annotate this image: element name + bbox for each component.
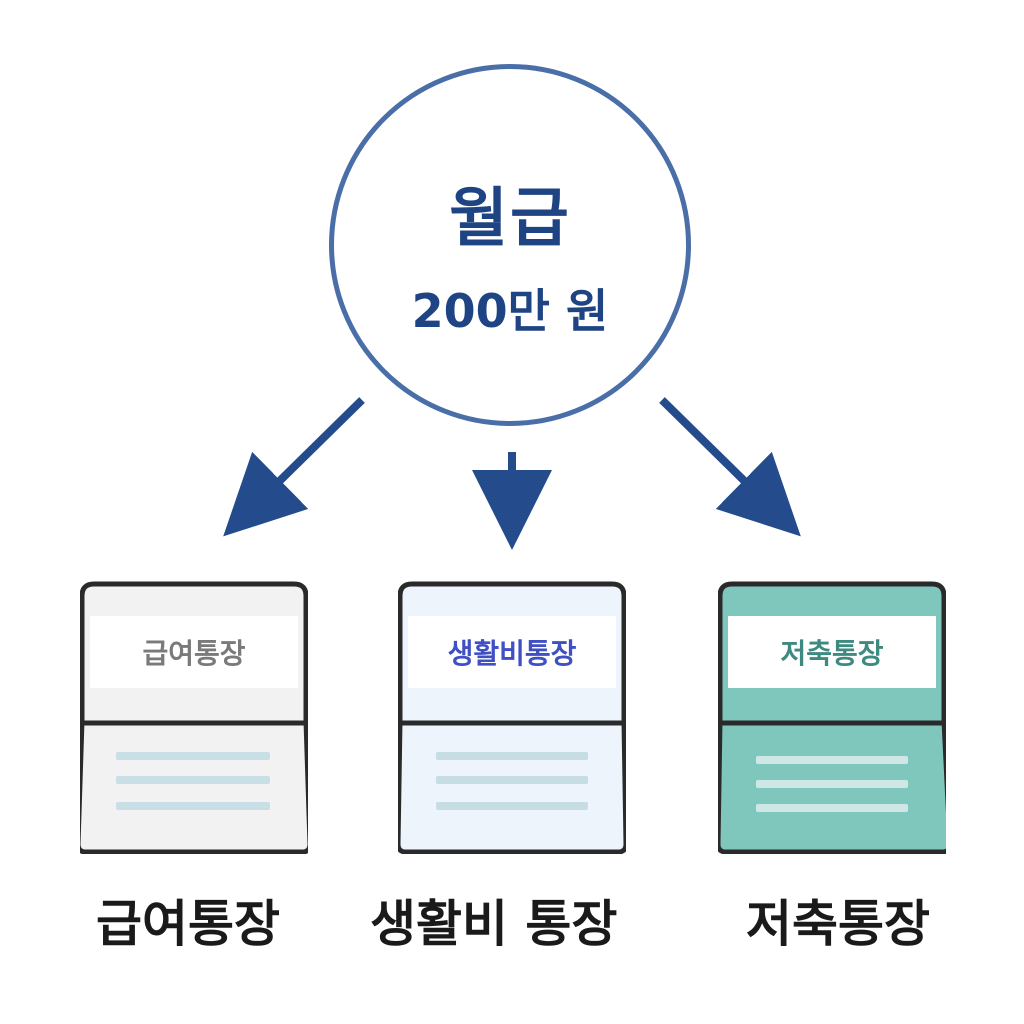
passbook-savings: 저축통장 xyxy=(718,580,946,854)
passbook-salary: 급여통장 xyxy=(80,580,308,854)
salary-circle: 월급 200만 원 xyxy=(329,64,691,426)
passbook-salary-line xyxy=(116,776,270,784)
salary-title: 월급 xyxy=(449,182,571,256)
passbook-savings-line xyxy=(756,780,908,788)
caption-savings-account: 저축통장 xyxy=(746,895,930,953)
passbook-savings-line xyxy=(756,804,908,812)
passbook-living-line xyxy=(436,802,588,810)
passbook-savings-line xyxy=(756,756,908,764)
passbook-living: 생활비통장 xyxy=(398,580,626,854)
passbook-living-label: 생활비통장 xyxy=(408,616,616,688)
caption-salary-account: 급여통장 xyxy=(96,895,280,953)
arrow-right xyxy=(659,397,801,537)
passbook-salary-label: 급여통장 xyxy=(90,616,298,688)
passbook-salary-line xyxy=(116,752,270,760)
salary-amount: 200만 원 xyxy=(411,284,609,338)
passbook-savings-label: 저축통장 xyxy=(728,616,936,688)
caption-living-account: 생활비 통장 xyxy=(370,895,618,953)
passbook-salary-line xyxy=(116,802,270,810)
passbook-living-line xyxy=(436,776,588,784)
passbook-living-line xyxy=(436,752,588,760)
arrow-left xyxy=(223,397,365,537)
